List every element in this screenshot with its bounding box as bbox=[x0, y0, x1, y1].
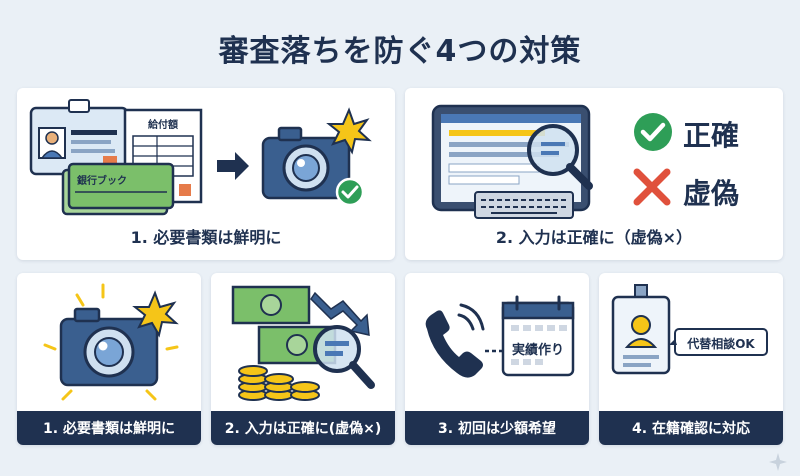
card-accurate-input-top: 正確 虚偽 2. 入力は正確に（虚偽×） bbox=[405, 88, 783, 260]
money-illustration bbox=[231, 285, 375, 401]
card-label: 1. 必要書類は鮮明に bbox=[130, 228, 282, 247]
card-accurate-input: 2. 入力は正確に(虚偽×) bbox=[211, 273, 395, 445]
trend-down-arrow-icon bbox=[310, 291, 370, 336]
card-documents-top: 給付額 銀行ブック 1. 必要書類 bbox=[17, 88, 395, 260]
calendar-text: 実績作り bbox=[505, 339, 571, 358]
false-word: 虚偽 bbox=[683, 177, 740, 210]
id-badge-illustration bbox=[611, 284, 768, 375]
passbook-label: 銀行ブック bbox=[77, 174, 127, 187]
cross-mark-icon bbox=[633, 168, 671, 206]
magnifier-icon bbox=[527, 124, 593, 190]
sparkle-icon bbox=[769, 453, 787, 471]
card-documents: 1. 必要書類は鮮明に bbox=[17, 273, 201, 445]
card-label: 4. 在籍確認に対応 bbox=[599, 411, 783, 445]
page-title: 審査落ちを防ぐ4つの対策 bbox=[218, 34, 582, 69]
card-label: 3. 初回は少額希望 bbox=[405, 411, 589, 445]
magnifier-icon bbox=[313, 325, 375, 389]
arrow-right-icon bbox=[217, 152, 249, 180]
calendar-icon bbox=[501, 295, 575, 377]
card-small-amount: 実績作り 3. 初回は少額希望 bbox=[405, 273, 589, 445]
id-badge-icon bbox=[611, 284, 671, 375]
card-label: 2. 入力は正確に(虚偽×) bbox=[211, 411, 395, 445]
speech-bubble-text: 代替相談OK bbox=[687, 337, 755, 351]
phone-icon bbox=[425, 303, 485, 378]
correct-word: 正確 bbox=[683, 119, 740, 152]
bank-passbook-icon: 銀行ブック bbox=[61, 162, 175, 216]
check-circle-icon bbox=[634, 113, 672, 151]
flash-star-icon bbox=[132, 290, 179, 338]
id-card-icon bbox=[29, 99, 129, 176]
flash-rays-icon bbox=[43, 283, 179, 401]
tablet-illustration bbox=[431, 104, 672, 219]
keyboard-icon bbox=[474, 191, 574, 219]
check-badge-icon bbox=[335, 177, 365, 207]
camera-icon bbox=[261, 126, 351, 200]
camera-illustration bbox=[43, 283, 179, 401]
coin-stack-icon bbox=[238, 365, 320, 401]
card-label: 2. 入力は正確に（虚偽×） bbox=[495, 228, 693, 247]
payslip-title: 給付額 bbox=[148, 118, 178, 131]
card-employment-check: 代替相談OK 4. 在籍確認に対応 bbox=[599, 273, 783, 445]
card-label: 1. 必要書類は鮮明に bbox=[17, 411, 201, 445]
camera-icon bbox=[59, 307, 159, 387]
documents-illustration: 給付額 銀行ブック bbox=[29, 99, 372, 216]
flash-star-icon bbox=[326, 107, 372, 155]
